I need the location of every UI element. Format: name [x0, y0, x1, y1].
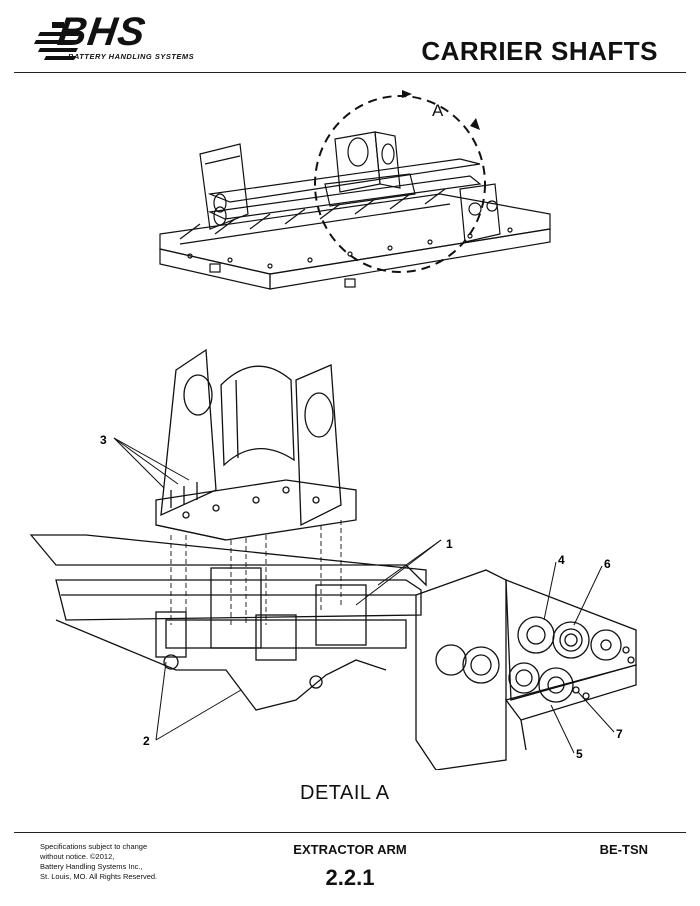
copyright-line: Specifications subject to change [40, 842, 148, 851]
copyright-line: St. Louis, MO. All Rights Reserved. [40, 872, 158, 881]
footer-divider [14, 832, 686, 833]
brand-tagline: BATTERY HANDLING SYSTEMS [68, 52, 195, 61]
copyright-note: Specifications subject to change without… [40, 842, 180, 882]
logo-stripes-icon [34, 22, 80, 60]
section-block: EXTRACTOR ARM 2.2.1 [250, 842, 450, 891]
header-divider [14, 72, 686, 73]
section-number: 2.2.1 [325, 865, 375, 890]
callout-1: 1 [446, 537, 453, 551]
section-label: EXTRACTOR ARM [293, 842, 407, 857]
detail-a-exploded-drawing: 3 1 2 4 6 7 5 [29, 348, 637, 770]
document-code: BE-TSN [599, 842, 648, 857]
callout-3: 3 [100, 433, 107, 447]
detail-ref-label: A [432, 101, 444, 120]
detail-caption: DETAIL A [300, 782, 390, 804]
page-title: CARRIER SHAFTS [421, 36, 658, 66]
callout-6: 6 [604, 557, 611, 571]
bhs-logo [30, 14, 220, 66]
callout-5: 5 [576, 747, 583, 761]
brand-name: BHS [54, 10, 149, 54]
callout-7: 7 [616, 727, 623, 741]
overview-assembly-drawing: A [159, 90, 551, 290]
copyright-line: without notice. ©2012, [40, 852, 115, 861]
callout-2: 2 [143, 734, 150, 748]
callout-4: 4 [558, 553, 565, 567]
copyright-line: Battery Handling Systems Inc., [40, 862, 143, 871]
